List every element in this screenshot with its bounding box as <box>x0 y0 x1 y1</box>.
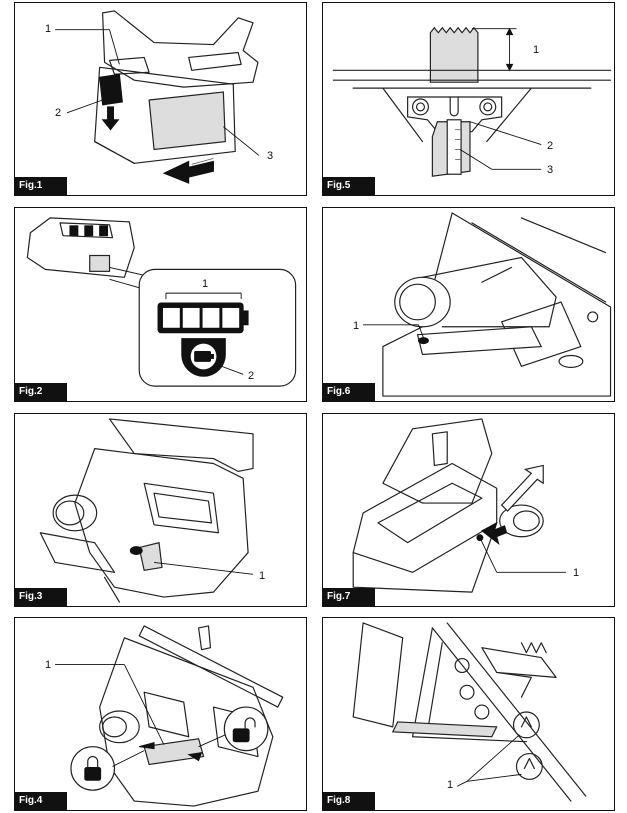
figure-2: 1 2 Fig.2 <box>14 207 307 402</box>
fig1-callout-1: 1 <box>45 23 52 35</box>
fig2-callout-2: 2 <box>248 370 255 382</box>
fig5-callout-2: 2 <box>547 140 554 152</box>
fig7-label: Fig.7 <box>323 588 375 606</box>
blade-depth-illustration <box>332 26 612 177</box>
fig8-callout-1: 1 <box>447 779 454 791</box>
fig4-label: Fig.4 <box>15 792 67 810</box>
battery-insert-illustration <box>55 10 260 184</box>
fig2-callout-1: 1 <box>202 278 209 290</box>
fig1-callout-3: 3 <box>267 150 274 162</box>
figure-8: 1 Fig.8 <box>322 617 615 811</box>
fig5-callout-3: 3 <box>547 164 554 176</box>
figure-1: 1 2 3 Fig.1 <box>14 2 307 196</box>
light-lamp-illustration <box>363 212 612 397</box>
fig6-callout-1: 1 <box>353 320 360 332</box>
fig3-label: Fig.3 <box>15 588 67 606</box>
fig8-label: Fig.8 <box>323 792 375 810</box>
fig6-label: Fig.6 <box>323 383 375 401</box>
fig5-label: Fig.5 <box>323 177 375 195</box>
battery-indicator-illustration <box>26 217 297 387</box>
figure-4: 1 Fig.4 <box>14 617 307 811</box>
fig3-callout-1: 1 <box>259 570 266 582</box>
fig5-callout-1: 1 <box>533 44 540 56</box>
tool-body-illustration-3 <box>39 418 254 603</box>
base-hooks-illustration <box>352 622 587 802</box>
base-release-illustration <box>352 418 566 593</box>
fig1-label: Fig.1 <box>15 177 67 195</box>
figure-6: 1 Fig.6 <box>322 207 615 402</box>
fig2-label: Fig.2 <box>15 383 67 401</box>
fig4-callout-1: 1 <box>45 659 52 671</box>
figure-3: 1 Fig.3 <box>14 413 307 607</box>
figure-7: 1 Fig.7 <box>322 413 615 607</box>
fig7-callout-1: 1 <box>573 567 580 579</box>
figure-5: 1 2 3 Fig.5 <box>322 2 615 196</box>
lock-lever-illustration <box>55 625 284 807</box>
fig1-callout-2: 2 <box>55 107 62 119</box>
